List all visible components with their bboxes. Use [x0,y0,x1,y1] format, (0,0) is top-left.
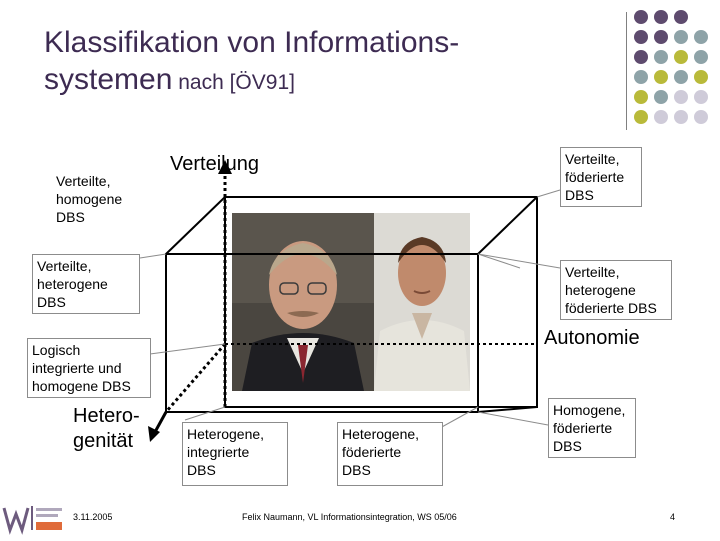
label-heterogeneous-integrated: Heterogene, integrierte DBS [182,422,288,486]
portrait-photo-left [232,213,374,391]
label-distributed-heterogeneous: Verteilte, heterogene DBS [32,254,140,314]
axis-label-heterogeneity: Hetero- genität [73,405,140,452]
label-heterogeneous-federated: Heterogene, föderierte DBS [337,422,443,486]
heterogeneity-axis-arrow [148,426,160,442]
title-citation: nach [ÖV91] [172,71,295,94]
label-distributed-federated: Verteilte, föderierte DBS [560,147,642,207]
footer-page-number: 4 [670,512,676,522]
institution-logo [2,500,64,536]
cube-edge [477,196,538,255]
cube-front-face [165,253,479,413]
heterogeneity-axis [164,343,227,413]
title-line-2: systemen [44,63,173,96]
axis-label-autonomy: Autonomie [544,327,640,349]
label-homogeneous-federated: Homogene, föderierte DBS [548,398,636,458]
title-line-1: Klassifikation von Informations- [44,26,460,59]
cube-back-face [224,196,538,408]
axis-label-distribution: Verteilung [170,153,259,175]
decorative-dot-grid [632,8,716,128]
label-logically-integrated: Logisch integrierte und homogene DBS [27,338,151,398]
heterogeneity-axis [153,411,168,433]
label-distributed-heterogeneous-federated: Verteilte, heterogene föderierte DBS [560,260,672,320]
label-distributed-homogeneous: Verteilte, homogene DBS [52,170,152,228]
footer-date: 3.11.2005 [73,512,113,522]
distribution-axis-arrow [218,160,232,174]
cube-edge [477,406,538,413]
slide-title: Klassifikation von Informations- systeme… [44,24,604,101]
portrait-photo-right [374,213,470,391]
cube-edge [165,196,226,255]
footer-course: Felix Naumann, VL Informationsintegratio… [242,512,457,522]
decorative-divider [626,12,627,130]
